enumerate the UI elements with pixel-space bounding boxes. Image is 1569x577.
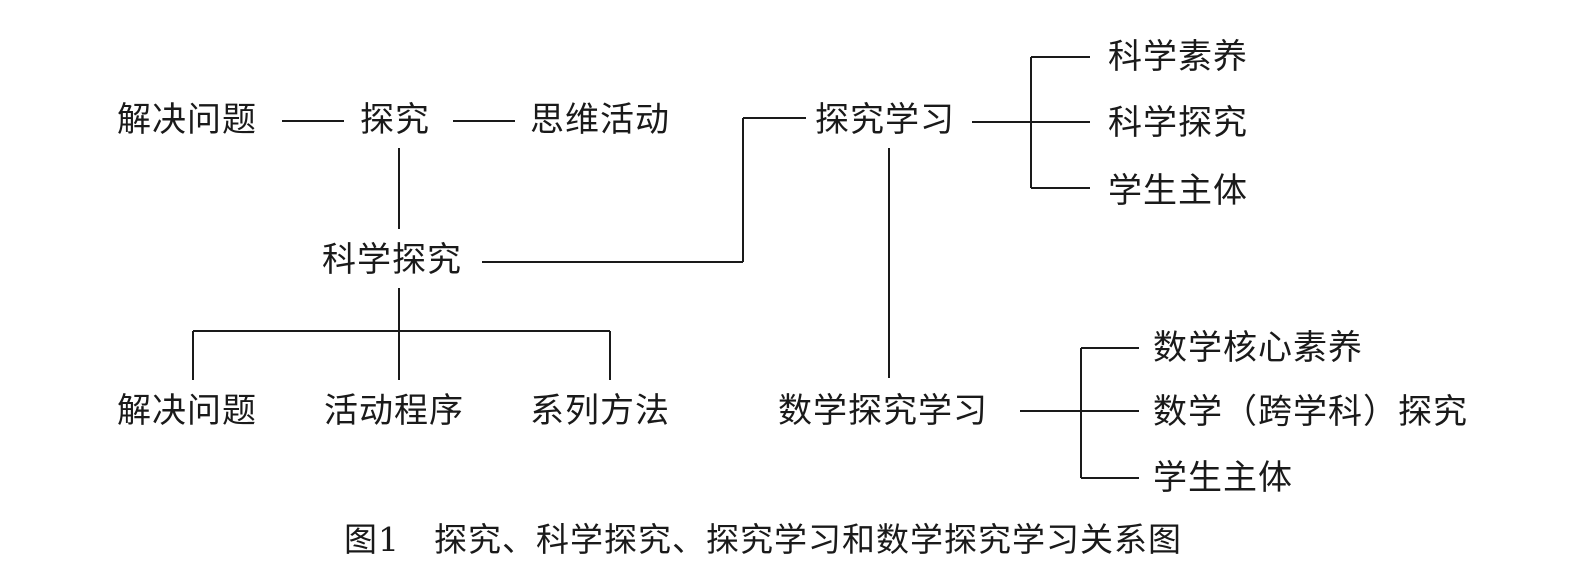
figure-caption-text: 探究、科学探究、探究学习和数学探究学习关系图 <box>434 520 1182 559</box>
node-math-interdisciplinary-inquiry: 数学（跨学科）探究 <box>1153 392 1468 432</box>
node-math-core-literacy: 数学核心素养 <box>1153 328 1363 368</box>
node-math-inquiry-learning: 数学探究学习 <box>778 391 988 431</box>
figure-caption: 图1 探究、科学探究、探究学习和数学探究学习关系图 <box>344 520 1182 560</box>
node-solve-problem-top: 解决问题 <box>117 100 257 140</box>
node-thinking-activity: 思维活动 <box>530 100 670 140</box>
node-scientific-literacy: 科学素养 <box>1108 37 1248 77</box>
node-inquiry: 探究 <box>360 100 430 140</box>
node-scientific-inquiry-right: 科学探究 <box>1108 103 1248 143</box>
node-activity-procedure: 活动程序 <box>324 391 464 431</box>
node-student-centered-bottom: 学生主体 <box>1153 458 1293 498</box>
node-solve-problem-bottom: 解决问题 <box>117 391 257 431</box>
node-scientific-inquiry: 科学探究 <box>322 240 462 280</box>
node-student-centered-top: 学生主体 <box>1108 171 1248 211</box>
node-inquiry-learning: 探究学习 <box>815 100 955 140</box>
node-series-methods: 系列方法 <box>530 391 670 431</box>
figure-caption-label: 图1 <box>344 520 400 559</box>
